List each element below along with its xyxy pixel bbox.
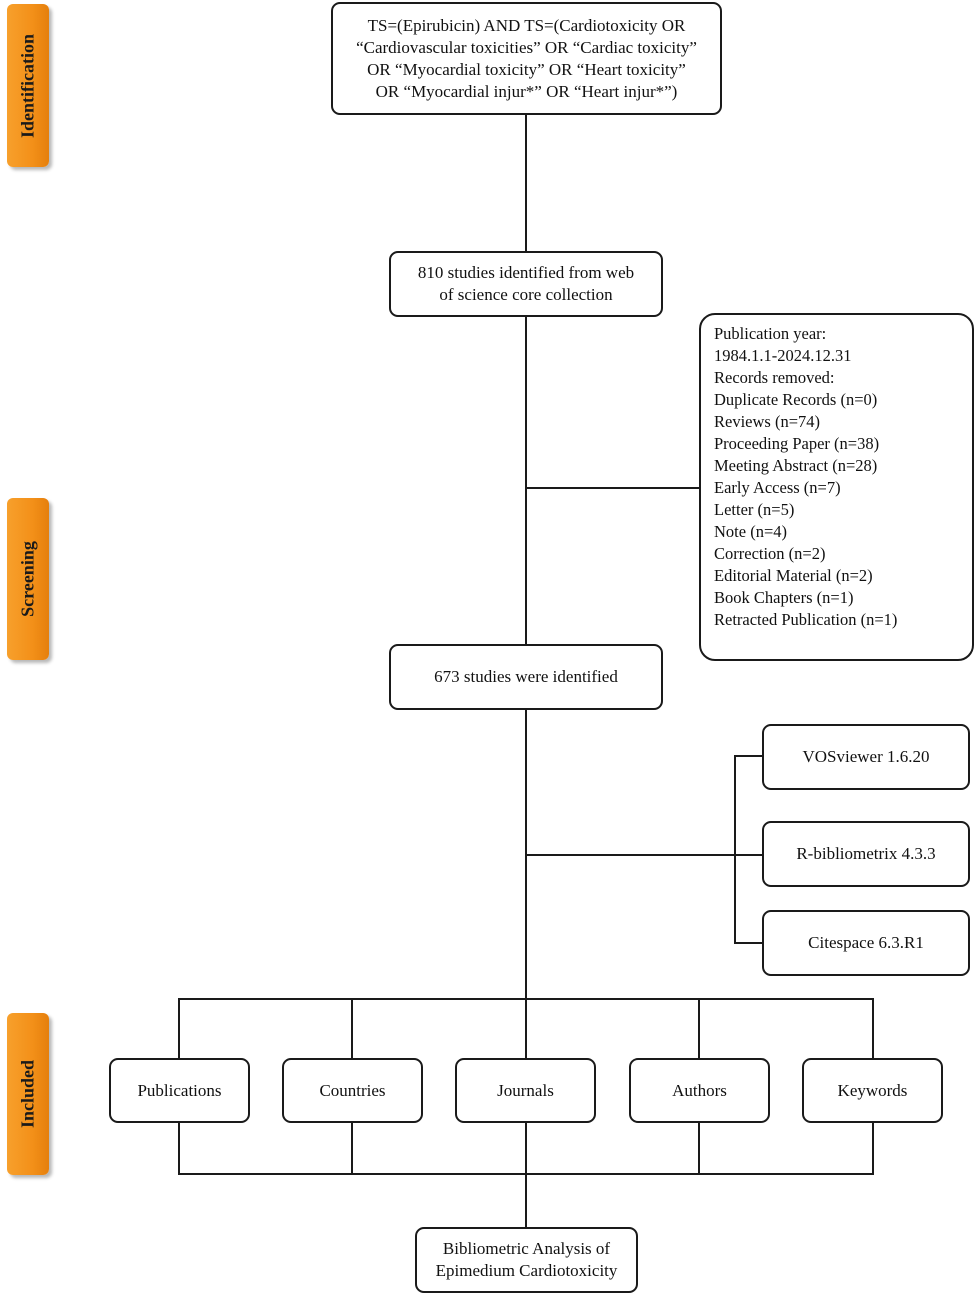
analyses-bottom-bar xyxy=(178,1173,874,1175)
connector-query-to-identified xyxy=(525,114,527,252)
tool-bibliometrix-box: R-bibliometrix 4.3.3 xyxy=(762,821,970,887)
tool-vosviewer-box: VOSviewer 1.6.20 xyxy=(762,724,970,790)
connector-to-tools xyxy=(525,854,735,856)
final-result-box: Bibliometric Analysis of Epimedium Cardi… xyxy=(415,1227,638,1293)
analysis-journals-box: Journals xyxy=(455,1058,596,1123)
rise-authors xyxy=(698,1122,700,1174)
drop-journals xyxy=(525,998,527,1058)
analysis-countries-box: Countries xyxy=(282,1058,423,1123)
connector-identified-to-remaining xyxy=(525,316,527,644)
tools-bracket-vosviewer xyxy=(734,755,762,757)
remaining-studies-box: 673 studies were identified xyxy=(389,644,663,710)
exclusion-criteria-box: Publication year: 1984.1.1-2024.12.31 Re… xyxy=(699,313,974,661)
analysis-keywords-box: Keywords xyxy=(802,1058,943,1123)
identified-studies-box: 810 studies identified from web of scien… xyxy=(389,251,663,317)
rise-keywords xyxy=(872,1122,874,1174)
drop-keywords xyxy=(872,998,874,1058)
drop-authors xyxy=(698,998,700,1058)
stage-label-identification: Identification xyxy=(7,4,49,167)
stage-label-included: Included xyxy=(7,1013,49,1175)
rise-publications xyxy=(178,1122,180,1174)
tools-bracket-citespace xyxy=(734,942,762,944)
search-query-box: TS=(Epirubicin) AND TS=(Cardiotoxicity O… xyxy=(331,2,722,115)
connector-to-exclusions xyxy=(525,487,700,489)
stage-label-screening: Screening xyxy=(7,498,49,660)
tool-citespace-box: Citespace 6.3.R1 xyxy=(762,910,970,976)
rise-countries xyxy=(351,1122,353,1174)
tools-bracket-vertical xyxy=(734,755,736,943)
analysis-publications-box: Publications xyxy=(109,1058,250,1123)
drop-countries xyxy=(351,998,353,1058)
rise-journals xyxy=(525,1122,527,1228)
analysis-authors-box: Authors xyxy=(629,1058,770,1123)
tools-bracket-bibliometrix xyxy=(734,854,762,856)
drop-publications xyxy=(178,998,180,1058)
